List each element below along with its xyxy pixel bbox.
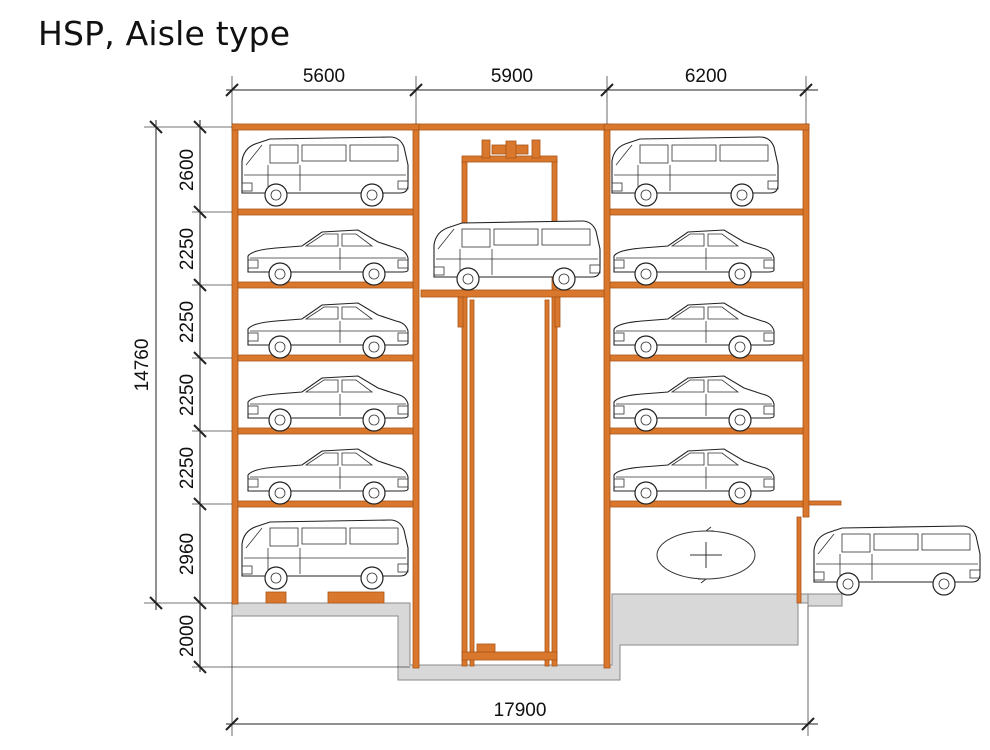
lift-pit-base — [461, 651, 558, 661]
lift-buffer — [476, 643, 496, 653]
dim-level-4: 2250 — [177, 374, 198, 416]
dim-level-5: 2250 — [177, 447, 198, 489]
van-left-ground — [241, 519, 409, 590]
entrance-canopy — [808, 500, 842, 506]
dim-total-height: 14760 — [132, 339, 153, 392]
shelf-right-2 — [609, 281, 804, 289]
right-outer-column — [802, 123, 810, 518]
shelf-left-5 — [237, 500, 414, 508]
sedan-right-level-3 — [613, 302, 775, 359]
dim-level-1: 2600 — [177, 149, 198, 191]
lift-rail-right — [544, 299, 550, 667]
dimension-lines — [144, 76, 818, 736]
sedan-right-level-5 — [613, 448, 775, 505]
dim-level-3: 2250 — [177, 301, 198, 343]
sedan-right-level-2 — [613, 229, 775, 286]
pallet-block-right — [327, 591, 385, 604]
dim-pit-depth: 2000 — [177, 615, 198, 657]
shelf-right-5 — [609, 500, 804, 508]
left-top-beam — [231, 123, 420, 131]
van-entering — [813, 525, 981, 596]
pallet-block-left — [265, 591, 287, 604]
dim-width-left: 5600 — [303, 66, 345, 87]
sedan-left-level-2 — [247, 229, 409, 286]
left-outer-column — [231, 123, 239, 605]
left-inner-column — [412, 123, 420, 669]
van-left-level-1 — [241, 136, 409, 207]
van-on-lift — [433, 220, 601, 291]
lift-hanger-left — [457, 296, 464, 328]
shelf-left-4 — [237, 427, 414, 435]
shelf-left-3 — [237, 354, 414, 362]
shelf-left-1 — [237, 208, 414, 216]
sedan-left-level-3 — [247, 302, 409, 359]
aisle-top-beam — [418, 123, 605, 131]
lift-hanger-right — [554, 296, 561, 328]
right-top-beam — [603, 123, 810, 131]
dim-width-right: 6200 — [685, 66, 727, 87]
lift-platform — [420, 289, 605, 298]
vehicles — [241, 136, 981, 596]
dimension-labels: 5600 5900 6200 14760 2600 2250 2250 2250… — [132, 66, 727, 721]
shelf-right-1 — [609, 208, 804, 216]
dim-total-width: 17900 — [494, 700, 547, 721]
van-right-level-1 — [611, 136, 779, 207]
sedan-left-level-4 — [247, 375, 409, 432]
turntable-symbol — [656, 526, 756, 584]
sedan-right-level-4 — [613, 375, 775, 432]
dim-level-ground: 2960 — [177, 533, 198, 575]
dim-width-aisle: 5900 — [491, 66, 533, 87]
shelf-right-4 — [609, 427, 804, 435]
sedan-left-level-5 — [247, 448, 409, 505]
right-inner-column — [603, 123, 611, 669]
shelf-right-3 — [609, 354, 804, 362]
shelf-left-2 — [237, 281, 414, 289]
steel-frame — [231, 123, 842, 669]
entrance-door-post — [796, 516, 802, 604]
hoist-motor — [481, 139, 541, 159]
dim-level-2: 2250 — [177, 228, 198, 270]
lift-rail-left — [469, 299, 475, 667]
diagram-title: HSP, Aisle type — [38, 14, 291, 53]
